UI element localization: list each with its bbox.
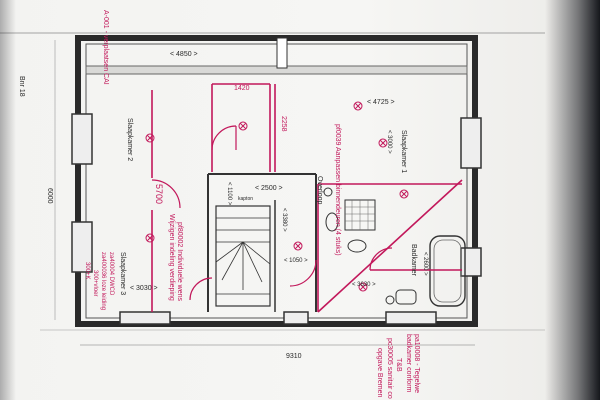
room-slaapkamer-1: Slaapkamer 1 xyxy=(400,130,407,173)
photo-shadow-right xyxy=(545,0,600,400)
outer-wall xyxy=(75,35,478,327)
washbasin xyxy=(347,239,367,253)
fixture-overloop xyxy=(323,187,333,197)
note-dwcd: za40004 DWCD xyxy=(108,252,114,296)
note-right-3: T&B xyxy=(395,358,402,372)
top-note: A-001 - verplaatsen CAI xyxy=(102,10,109,85)
dim-2258: 2258 xyxy=(280,116,287,132)
note-right-5: opgave Bremen xyxy=(376,348,383,398)
window-left-upper xyxy=(71,113,93,165)
sink xyxy=(395,289,417,305)
dim-1050: < 1050 > xyxy=(284,258,308,264)
dim-3030: < 3030 > xyxy=(130,285,158,292)
shower-tiles xyxy=(345,200,375,230)
room-slaapkamer-3: Slaapkamer 3 xyxy=(119,252,126,295)
stair-treads xyxy=(215,217,271,295)
dim-9310: 9310 xyxy=(286,353,302,360)
note-right-2: badkamer conform xyxy=(405,334,412,393)
window-bottom-mid xyxy=(283,311,309,325)
window-bottom-left xyxy=(119,311,171,325)
note-wijzigen-indeling: Wijzigen indeling verdieping xyxy=(168,214,175,301)
photo-shadow-left xyxy=(0,0,16,400)
bathtub xyxy=(429,235,466,307)
note-individuele-wens: pf80002 Individuele wens xyxy=(176,222,183,302)
window-bottom-right xyxy=(385,311,437,325)
side-label: Bnr 18 xyxy=(18,76,25,97)
shaft xyxy=(276,37,288,69)
dim-4850: < 4850 > xyxy=(170,51,198,58)
dim-3380: < 3380 > xyxy=(281,208,287,232)
note-aanpassen-binnendeuren: pf0039 Aanpassen binnendeuren (4 stuks) xyxy=(334,124,341,256)
red-markup-walls xyxy=(151,83,463,313)
note-kapton: kapton xyxy=(238,196,253,202)
side-dimension: 6000 xyxy=(46,188,53,204)
dim-2500: < 2500 > xyxy=(255,185,283,192)
note-right-4: pc30005 sanitair co xyxy=(386,338,393,399)
dim-1420: 1420 xyxy=(234,85,250,92)
red-socket-symbols xyxy=(145,101,409,292)
note-right-1: pa10008 - Tegelwe xyxy=(413,334,420,393)
staircase xyxy=(215,205,271,307)
bathtub-inner xyxy=(433,239,462,303)
dim-3630: < 3630 > xyxy=(352,282,376,288)
inner-wall-line xyxy=(85,43,468,319)
red-door-swings xyxy=(151,125,393,301)
note-300-k: 300+K xyxy=(84,262,90,280)
note-300-vloer: 300+vloer xyxy=(92,270,98,297)
room-badkamer: Badkamer xyxy=(410,244,417,277)
window-left-lower xyxy=(71,221,93,273)
dim-4725: < 4725 > xyxy=(367,99,395,106)
dim-2600: < 2600 > xyxy=(422,252,428,276)
note-loze-leiding: za400036 loze leiding xyxy=(100,252,106,310)
window-right-upper xyxy=(460,117,482,169)
toilet xyxy=(325,212,339,232)
dim-1100: < 1100 > xyxy=(226,182,232,206)
dim-3000: < 3000 > xyxy=(386,130,392,154)
room-overloop: Overloop xyxy=(316,176,323,205)
room-slaapkamer-2: Slaapkamer 2 xyxy=(126,118,133,161)
window-right-lower xyxy=(460,247,482,277)
dim-5700: 5700 xyxy=(154,184,164,204)
drain xyxy=(385,295,395,305)
